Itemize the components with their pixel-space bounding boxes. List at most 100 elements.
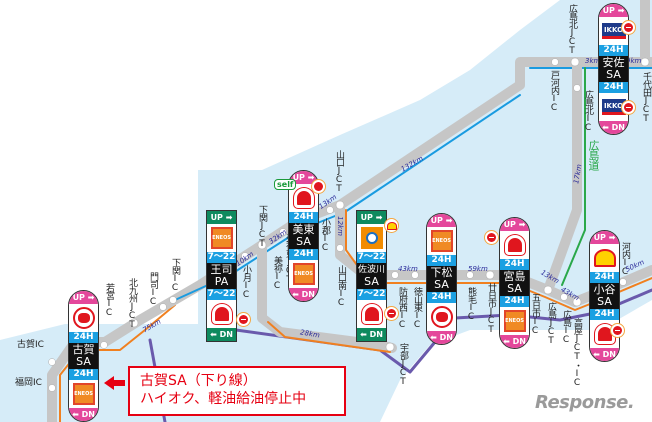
ic-label: 広島道 <box>587 140 600 170</box>
hours-top: 24H <box>599 45 628 56</box>
eneos-logo: ENEOS <box>210 227 233 249</box>
fuel-stopped-icon <box>621 100 636 115</box>
down-direction-label: ⬅ DN <box>207 328 236 341</box>
hours-bottom: 24H <box>500 296 529 307</box>
fuel-stopped-icon <box>384 306 399 321</box>
ic-label: 北九州JCT <box>127 278 137 329</box>
distance-label: 9km <box>626 57 642 65</box>
logo-tile: ENEOS <box>69 380 98 408</box>
hours-bottom: 7〜22 <box>207 289 236 300</box>
up-direction-label: UP ➡ <box>427 214 456 227</box>
down-direction-label: ⬅ DN <box>599 121 628 134</box>
fuel-stopped-icon <box>621 20 636 35</box>
callout-arrow-icon <box>104 376 114 390</box>
hours-top: 24H <box>69 332 98 343</box>
ikko-logo: IKKO <box>601 23 626 39</box>
ic-label: 防府西IC <box>397 287 407 329</box>
ikko-logo: IKKO <box>601 99 626 115</box>
ic-label: 五日市IC <box>530 293 540 335</box>
logo-tile: ENEOS <box>427 227 456 255</box>
distance-label: 59km <box>468 265 488 273</box>
ic-label: 広島北JCT <box>567 4 577 55</box>
fuel-stopped-icon <box>610 323 625 338</box>
ic-label: 千代田JCT <box>641 72 651 123</box>
ic-label: 河内IC <box>620 242 630 276</box>
logo-tile: ENEOS <box>289 260 318 288</box>
down-direction-label: ⬅ DN <box>69 408 98 421</box>
ic-label: 美祢IC <box>272 256 282 290</box>
logo-tile <box>357 224 386 252</box>
logo-tile <box>357 300 386 328</box>
hours-top: 24H <box>590 272 619 283</box>
down-direction-label: ⬅ DN <box>500 335 529 348</box>
ic-label: 下関IC <box>170 258 180 292</box>
ic-label: 熊毛IC <box>466 287 476 321</box>
ic-label: 廿日市JCT <box>486 283 496 334</box>
red-brand-badge-icon <box>311 179 326 194</box>
up-direction-label: UP ➡ <box>500 218 529 231</box>
logo-tile <box>500 231 529 259</box>
eneos-logo: ENEOS <box>72 383 95 405</box>
idemitsu-apollo-logo <box>361 304 382 324</box>
hiroshima-expressway-green <box>561 67 586 286</box>
orange-line <box>59 304 176 422</box>
up-direction-label: UP ➡ <box>357 211 386 224</box>
hours-top: 7〜22 <box>357 252 386 263</box>
distance-label: 43km <box>398 265 418 273</box>
ic-label: 若宮IC <box>104 283 114 317</box>
red-circle-brand-logo <box>72 307 95 329</box>
down-direction-label: ⬅ DN <box>590 348 619 361</box>
logo-tile <box>69 304 98 332</box>
shell-logo <box>593 249 616 267</box>
hours-top: 7〜22 <box>207 252 236 263</box>
hours-top: 24H <box>427 255 456 266</box>
orange-line <box>267 321 391 353</box>
ic-label: 戸河内IC <box>549 70 559 112</box>
ic-label: 広島IC <box>561 310 571 344</box>
idemitsu-apollo-logo <box>504 235 525 255</box>
up-direction-label: UP ➡ <box>289 171 318 184</box>
ic-label: 古賀IC <box>17 340 44 350</box>
up-direction-label: UP ➡ <box>590 231 619 244</box>
idemitsu-apollo-logo <box>293 188 314 208</box>
ic-label: 高屋JCT・IC <box>572 318 582 387</box>
logo-tile <box>590 244 619 272</box>
up-direction-label: UP ➡ <box>599 4 628 17</box>
fuel-stopped-icon <box>236 312 251 327</box>
distance-label: 12km <box>335 216 344 236</box>
fuel-stopped-icon <box>484 230 499 245</box>
watermark-logo: Response. <box>535 392 635 413</box>
notice-line-2: ハイオク、軽油給油停止中 <box>140 391 307 407</box>
hours-bottom: 24H <box>590 309 619 320</box>
ic-label: 福岡IC <box>15 378 42 388</box>
hours-bottom: 24H <box>427 292 456 303</box>
hours-bottom: 24H <box>289 249 318 260</box>
logo-tile: ENEOS <box>207 224 236 252</box>
ic-label: 広島北IC <box>583 90 593 132</box>
idemitsu-apollo-logo <box>211 304 232 324</box>
hours-bottom: 24H <box>69 369 98 380</box>
road <box>543 57 582 295</box>
ic-label: 門司IC <box>148 272 158 306</box>
logo-tile <box>427 303 456 331</box>
hours-bottom: 24H <box>599 82 628 93</box>
hours-top: 24H <box>500 259 529 270</box>
ic-label: 下関JCT <box>257 205 267 248</box>
ic-label: 山口JCT <box>334 150 344 193</box>
ic-label: 宇部JCT <box>398 343 408 386</box>
distance-label: 3km <box>585 57 601 65</box>
